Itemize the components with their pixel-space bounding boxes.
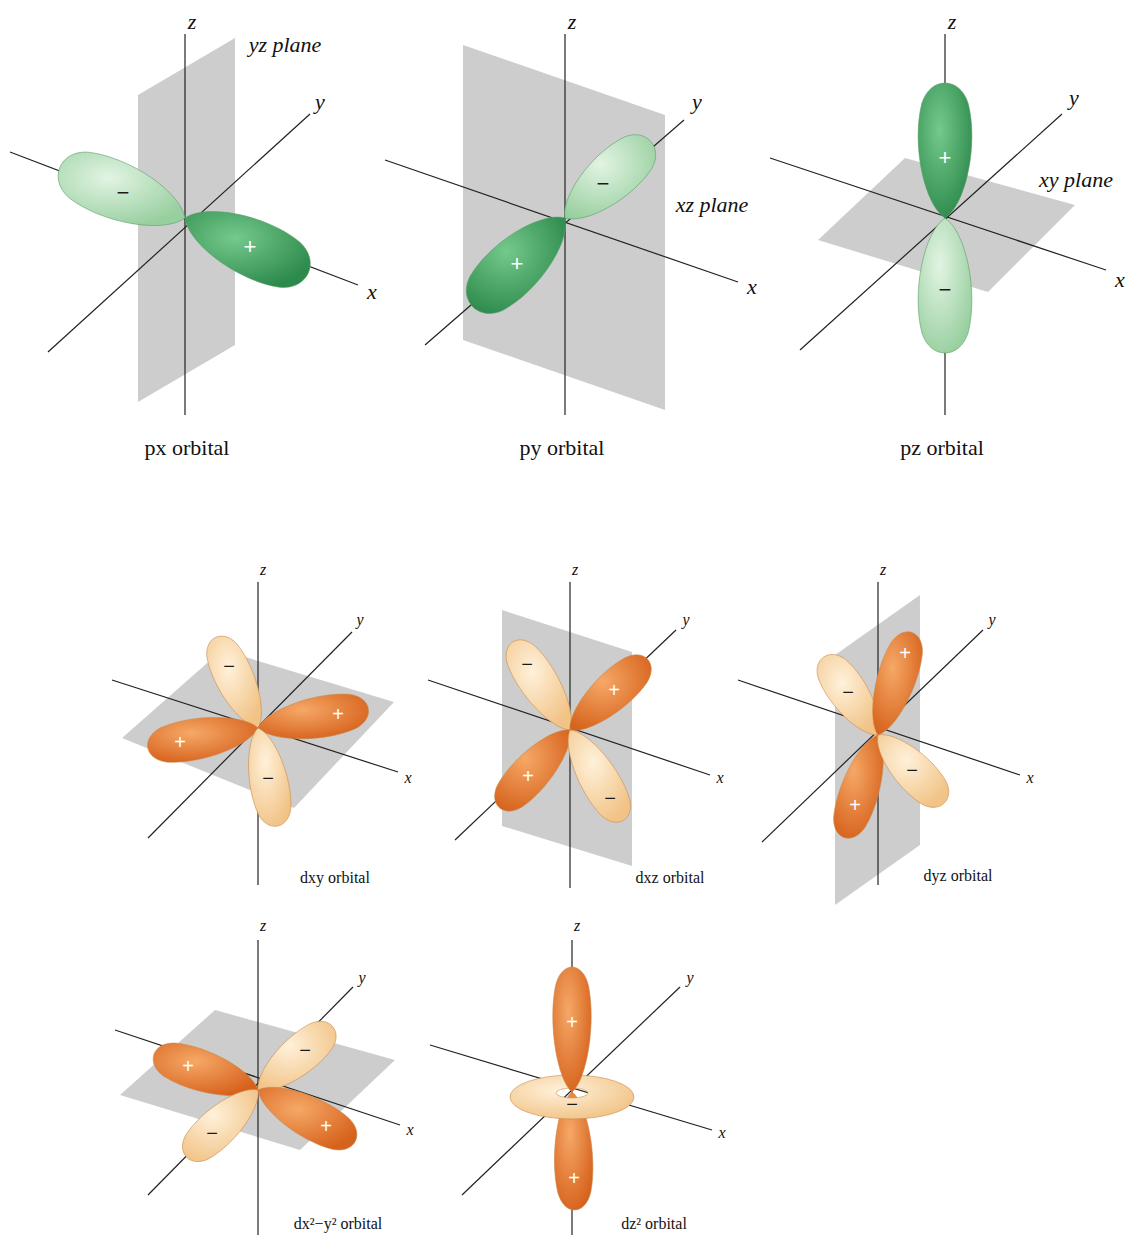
phase-sign: +: [174, 732, 186, 752]
axis-label: z: [188, 11, 197, 33]
phase-sign: +: [939, 147, 952, 169]
orbital-lobe: [918, 218, 972, 353]
phase-sign: −: [521, 654, 533, 674]
phase-sign: −: [117, 182, 130, 204]
orbital-lobe: [495, 730, 571, 811]
orbital-lobe: [185, 212, 310, 288]
orbital-name: pz orbital: [900, 437, 984, 459]
axis-line: [762, 630, 983, 842]
axis-label: z: [948, 11, 957, 33]
orbital-lobe: [553, 967, 591, 1092]
phase-sign: −: [206, 1123, 218, 1143]
orbital-lobe: [182, 1089, 258, 1161]
orbital-lobe: [153, 1043, 258, 1096]
orbital-lobe: [207, 636, 262, 728]
axis-line: [148, 987, 353, 1195]
orbital-lobe: [878, 735, 949, 808]
orbital-name: dxz orbital: [636, 870, 705, 886]
orbital-name: dx²−y² orbital: [294, 1216, 382, 1232]
phase-sign: +: [182, 1056, 194, 1076]
orbital-lobe: [258, 1087, 357, 1150]
orbital-lobe: [568, 730, 630, 822]
axis-label: x: [404, 770, 411, 786]
axis-label: x: [1115, 269, 1125, 291]
axis-line: [48, 114, 310, 352]
orbital-name: px orbital: [145, 437, 230, 459]
axis-label: y: [686, 970, 693, 986]
axis-label: x: [718, 1125, 725, 1141]
orbital-lobe: [506, 640, 571, 730]
phase-sign: +: [244, 236, 257, 258]
orbital-name: dxy orbital: [300, 870, 370, 886]
phase-sign: −: [939, 279, 952, 301]
orbital-lobe: [248, 728, 290, 826]
phase-sign: −: [906, 760, 918, 780]
phase-sign: −: [262, 768, 274, 788]
phase-sign: −: [223, 656, 235, 676]
plane-label: xz plane: [676, 194, 749, 216]
axis-line: [425, 120, 684, 345]
phase-sign: +: [568, 1168, 580, 1188]
phase-sign: +: [608, 680, 620, 700]
phase-sign: −: [842, 682, 854, 702]
axis-label: z: [572, 562, 578, 578]
phase-sign: +: [522, 766, 534, 786]
axis-label: z: [260, 562, 266, 578]
axis-label: z: [880, 562, 886, 578]
phase-sign: +: [849, 795, 861, 815]
orbital-lobe: [565, 135, 656, 219]
axis-label: z: [260, 918, 266, 934]
axis-line: [115, 1030, 400, 1125]
axis-label: z: [574, 918, 580, 934]
plane-label: yz plane: [249, 34, 322, 56]
axis-label: x: [747, 276, 757, 298]
axis-label: y: [356, 612, 363, 628]
orbital-lobe: [570, 655, 651, 731]
orbital-lobe: [58, 152, 185, 225]
phase-sign: +: [511, 253, 524, 275]
axis-label: x: [406, 1122, 413, 1138]
axis-label: y: [988, 612, 995, 628]
orbital-name: dyz orbital: [924, 868, 993, 884]
orbital-lobe: [834, 735, 884, 838]
orbital-lobe: [258, 1021, 336, 1090]
axis-line: [455, 630, 676, 840]
orbital-lobe: [817, 654, 879, 735]
orbital-lobe: [873, 632, 923, 735]
axis-line: [184, 34, 185, 415]
orbital-lobe: [918, 83, 972, 218]
phase-sign: +: [332, 704, 344, 724]
axis-label: x: [367, 281, 377, 303]
orbital-lobe: [466, 217, 565, 313]
phase-sign: +: [899, 643, 911, 663]
axis-label: z: [568, 11, 577, 33]
axis-label: y: [692, 91, 702, 113]
axis-label: y: [1069, 87, 1079, 109]
phase-sign: +: [320, 1116, 332, 1136]
orbital-name: py orbital: [520, 437, 605, 459]
axis-label: y: [358, 970, 365, 986]
orbital-lobe: [258, 694, 369, 739]
phase-sign: +: [566, 1012, 578, 1032]
axis-label: x: [716, 770, 723, 786]
axis-label: y: [315, 91, 325, 113]
plane-label: xy plane: [1039, 169, 1113, 191]
phase-sign: −: [597, 173, 610, 195]
phase-sign: −: [604, 788, 616, 808]
phase-sign: −: [299, 1040, 311, 1060]
axis-label: x: [1026, 770, 1033, 786]
orbital-name: dz² orbital: [621, 1216, 687, 1232]
orbital-lobe: [148, 717, 258, 762]
axis-label: y: [682, 612, 689, 628]
coordinate-plane: [463, 45, 665, 410]
phase-sign: −: [566, 1094, 578, 1114]
